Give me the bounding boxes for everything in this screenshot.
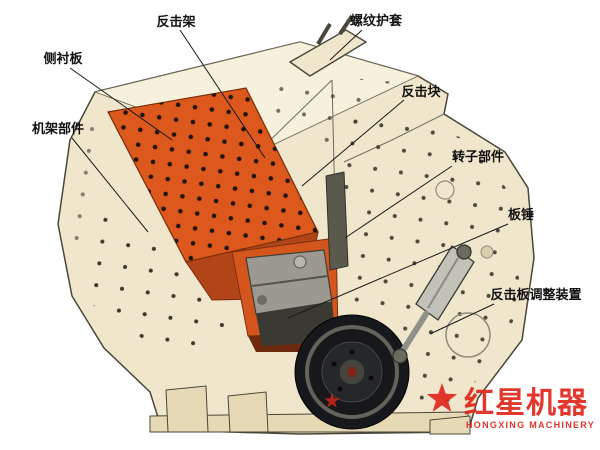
hub-bolt-4 bbox=[331, 361, 337, 367]
label-frame-parts: 机架部件 bbox=[32, 121, 84, 136]
frame-bolt-field-left bbox=[80, 200, 248, 352]
leader-impact-frame bbox=[179, 29, 266, 159]
label-rotor-parts: 转子部件 bbox=[452, 149, 504, 164]
bracket-bolt-1 bbox=[316, 22, 332, 46]
leader-blow-bar bbox=[287, 223, 509, 319]
flywheel-rim-ring bbox=[305, 325, 399, 419]
flywheel-axle bbox=[347, 367, 357, 377]
frame-bolt-field-sidewall bbox=[66, 108, 108, 260]
brand-star-icon-small bbox=[324, 393, 340, 408]
hub-bolt-3 bbox=[337, 386, 343, 392]
leader-frame-parts bbox=[71, 137, 149, 233]
housing-ring-small bbox=[435, 180, 455, 200]
leader-threaded-sleeve bbox=[329, 29, 363, 61]
leader-impact-block bbox=[301, 99, 405, 187]
cylinder-highlight bbox=[427, 257, 459, 309]
base-leg-2 bbox=[227, 391, 269, 433]
label-side-liner-plate: 侧衬板 bbox=[43, 51, 83, 66]
housing-ring-large bbox=[445, 312, 491, 358]
frame-bolt-field-top bbox=[260, 70, 396, 148]
cylinder-rod bbox=[399, 311, 429, 355]
leader-side-liner-plate bbox=[69, 67, 173, 141]
brand-star-icon bbox=[426, 383, 458, 412]
label-impact-plate-adjustment: 反击板调整装置 bbox=[490, 287, 581, 302]
hub-bolt-1 bbox=[349, 349, 355, 355]
top-bracket bbox=[288, 29, 368, 77]
base-foot-right bbox=[429, 415, 471, 435]
rotor-shaft-line bbox=[251, 275, 329, 287]
brand-watermark-en: HONGXING MACHINERY bbox=[466, 420, 595, 430]
leader-rotor-parts bbox=[344, 165, 453, 239]
bracket-bolt-2 bbox=[338, 14, 354, 36]
cylinder-pivot-top bbox=[456, 244, 472, 260]
hub-bolt-2 bbox=[368, 375, 374, 381]
housing-boss bbox=[480, 245, 494, 259]
cylinder-pivot-bottom bbox=[392, 348, 408, 364]
brand-watermark-cn: 红星机器 bbox=[464, 387, 588, 420]
base-leg-1 bbox=[165, 385, 209, 433]
rotor-hub-detail bbox=[257, 295, 267, 305]
leader-impact-plate-adjustment bbox=[429, 303, 495, 335]
label-impact-frame: 反击架 bbox=[156, 14, 195, 29]
label-blow-bar: 板锤 bbox=[508, 207, 534, 222]
label-impact-block: 反击块 bbox=[401, 84, 441, 99]
rotor-bearing bbox=[293, 255, 307, 269]
frame-strip bbox=[325, 171, 349, 271]
label-threaded-sleeve: 螺纹护套 bbox=[350, 13, 403, 28]
